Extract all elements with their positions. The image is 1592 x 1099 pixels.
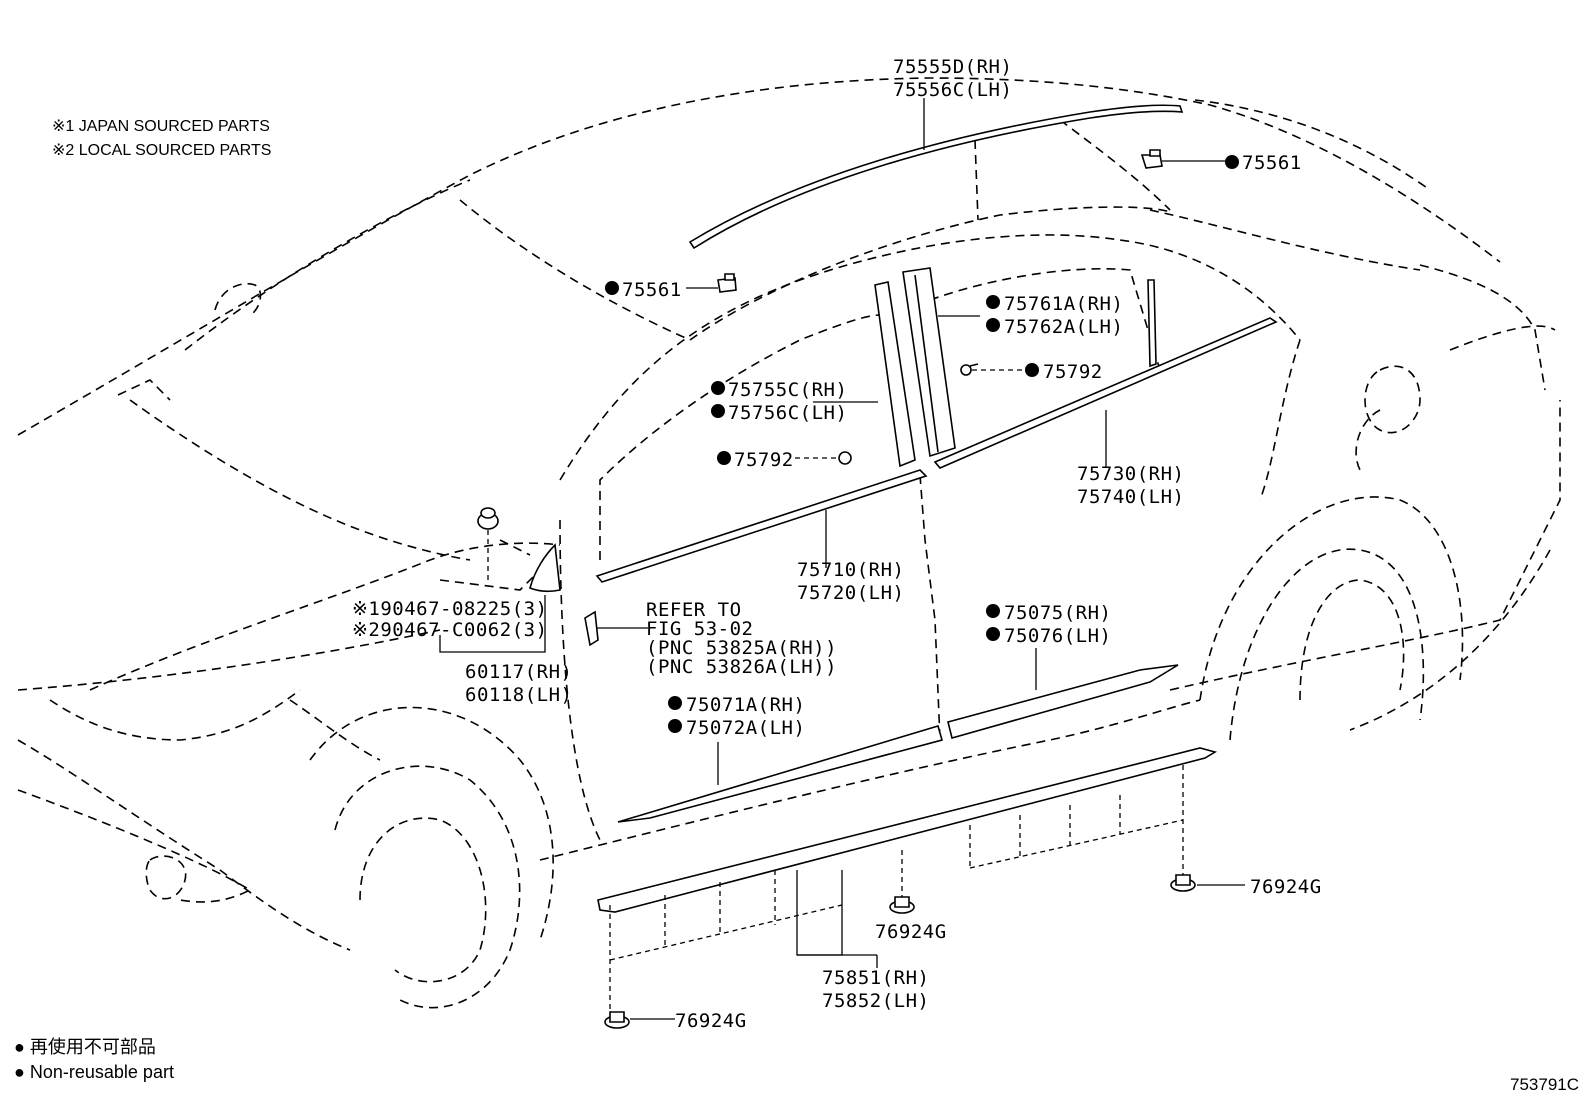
label-rear-door-molding-lh: 75076(LH) — [1004, 625, 1111, 647]
label-rear-pillar-garnish-rh: 75761A(RH) — [1004, 293, 1123, 315]
label-front-door-molding-lh: 75072A(LH) — [686, 717, 805, 739]
rocker-clip-left-part — [604, 1011, 630, 1029]
label-rocker-clip-center: 76924G — [875, 921, 947, 943]
label-mirror-screw-japan: ※190467-08225(3) — [352, 598, 548, 620]
label-front-belt-molding-lh: 75720(LH) — [797, 582, 904, 604]
front-pillar-garnish-part — [874, 281, 916, 468]
label-front-pillar-garnish-lh: 75756C(LH) — [728, 402, 847, 424]
leader-lines — [439, 98, 1245, 1020]
label-roof-molding-rh: 75555D(RH) — [893, 56, 1012, 78]
rocker-molding-part — [597, 747, 1218, 913]
rear-belt-molding-part — [933, 279, 1278, 469]
label-rear-belt-molding-rh: 75730(RH) — [1077, 463, 1184, 485]
label-mirror-cover-rh: 60117(RH) — [465, 661, 572, 683]
label-roof-molding-lh: 75556C(LH) — [893, 79, 1012, 101]
note-japan-sourced: ※1 JAPAN SOURCED PARTS — [52, 118, 270, 135]
label-rocker-clip-left: 76924G — [675, 1010, 747, 1032]
roof-clip-rear-part — [1140, 149, 1163, 169]
label-front-pillar-garnish-rh: 75755C(RH) — [728, 379, 847, 401]
rear-pillar-garnish-part — [902, 267, 956, 458]
rocker-clip-right-part — [1170, 874, 1196, 892]
front-door-molding-part — [617, 725, 943, 823]
front-belt-molding-part — [595, 469, 928, 583]
fender-bracket-part — [584, 610, 599, 647]
label-rear-pillar-garnish-lh: 75762A(LH) — [1004, 316, 1123, 338]
label-rocker-molding-rh: 75851(RH) — [822, 967, 929, 989]
roof-molding-part — [688, 104, 1184, 250]
label-mirror-screw-local: ※290467-C0062(3) — [352, 619, 548, 641]
rear-door-molding-part — [947, 664, 1179, 739]
label-rear-door-molding-rh: 75075(RH) — [1004, 602, 1111, 624]
note-local-sourced: ※2 LOCAL SOURCED PARTS — [52, 142, 271, 159]
label-front-door-molding-rh: 75071A(RH) — [686, 694, 805, 716]
clip-75792-front-part — [838, 451, 852, 465]
clip-75792-rear-part — [960, 363, 979, 376]
label-roof-clip-rear: 75561 — [1242, 152, 1302, 174]
rocker-clip-center-part — [889, 896, 915, 914]
label-clip-75792-rear: 75792 — [1043, 361, 1103, 383]
legend-japanese: ● 再使用不可部品 — [14, 1037, 156, 1057]
label-rocker-clip-right: 76924G — [1250, 876, 1322, 898]
label-roof-clip-front: 75561 — [622, 279, 682, 301]
roof-clip-front-part — [717, 273, 737, 293]
non-reusable-markers — [605, 155, 1239, 733]
car-body-outline — [17, 77, 1561, 1009]
label-refer-line3: (PNC 53825A(RH)) — [646, 637, 837, 659]
label-front-belt-molding-rh: 75710(RH) — [797, 559, 904, 581]
figure-code: 753791C — [1510, 1075, 1579, 1094]
mirror-cover-part — [529, 543, 561, 593]
label-refer-line2: FIG 53-02 — [646, 618, 753, 640]
label-refer-line1: REFER TO — [646, 599, 742, 621]
mirror-screw-part — [477, 507, 499, 530]
label-clip-75792-front: 75792 — [734, 449, 794, 471]
label-refer-line4: (PNC 53826A(LH)) — [646, 656, 837, 678]
label-rear-belt-molding-lh: 75740(LH) — [1077, 486, 1184, 508]
legend-english: ● Non-reusable part — [14, 1062, 174, 1082]
label-rocker-molding-lh: 75852(LH) — [822, 990, 929, 1012]
label-mirror-cover-lh: 60118(LH) — [465, 684, 572, 706]
